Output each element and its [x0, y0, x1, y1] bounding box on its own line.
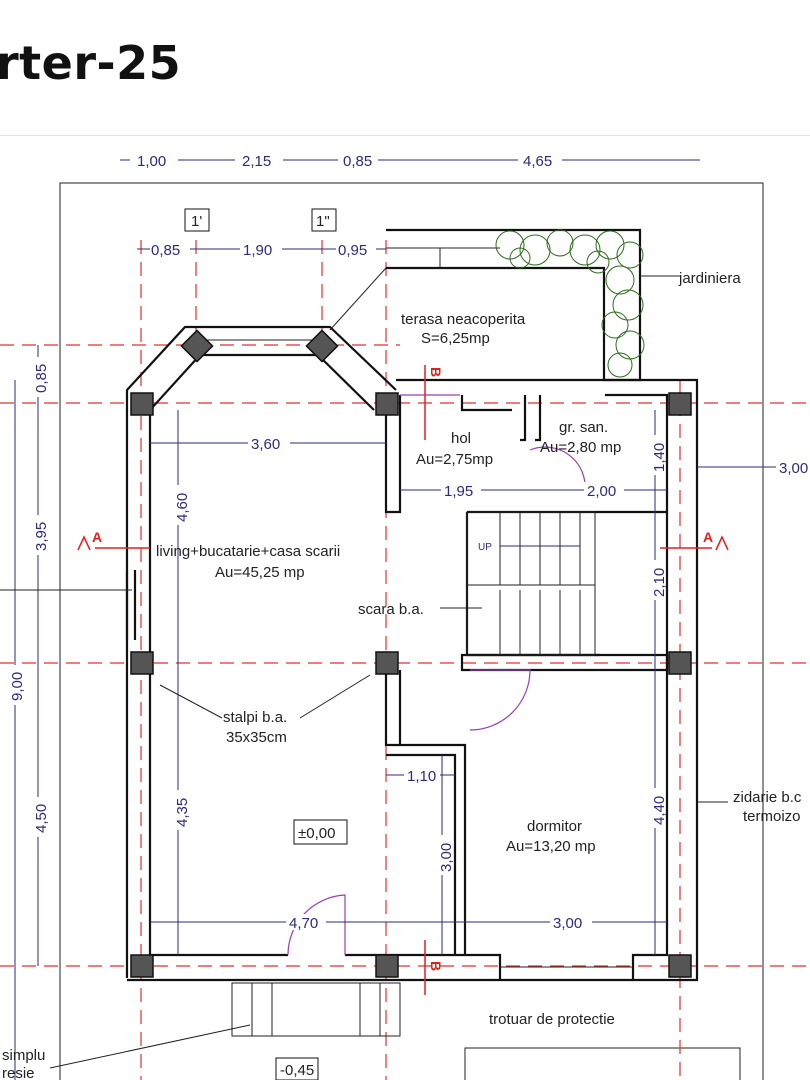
label-gresie: resie: [2, 1065, 35, 1080]
dim-grsan-height: 1,40: [651, 443, 668, 472]
dim-right-outer: 3,00: [779, 460, 808, 477]
room-terasa-area: S=6,25mp: [421, 330, 490, 347]
label-trotuar: trotuar de protectie: [489, 1011, 615, 1028]
room-living-area: Au=45,25 mp: [215, 564, 305, 581]
label-scara: scara b.a.: [358, 601, 424, 618]
header-bar: rter-25: [0, 0, 810, 136]
dim-corridor-width: 1,10: [407, 768, 436, 785]
dim-second-1: 0,85: [151, 242, 180, 259]
dim-left-450: 4,50: [33, 804, 50, 833]
room-living: living+bucatarie+casa scarii: [156, 543, 340, 560]
dim-top-3: 0,85: [343, 153, 372, 170]
dim-lower-left-height: 4,35: [174, 798, 191, 827]
dim-left-900: 9,00: [9, 672, 26, 701]
door-dormitor: [469, 669, 531, 731]
section-marker-b-top: B: [424, 365, 444, 440]
entrance-steps: [231, 982, 401, 1037]
dim-hol-width: 1,95: [444, 483, 473, 500]
dim-top-1: 1,00: [137, 153, 166, 170]
dim-left-395: 3,95: [33, 522, 50, 551]
dim-top-4: 4,65: [523, 153, 552, 170]
bay-window-outer: [125, 325, 397, 978]
dim-dormitor-width: 3,00: [553, 915, 582, 932]
room-dormitor: dormitor: [527, 818, 582, 835]
svg-text:A: A: [703, 529, 713, 545]
svg-text:B: B: [428, 367, 444, 377]
section-marker-a-left: A: [77, 529, 150, 551]
dim-second-2: 1,90: [243, 242, 272, 259]
dim-living-height: 4,60: [174, 493, 191, 522]
section-marker-a-right: A: [660, 529, 729, 551]
section-marker-b-bottom: B: [424, 940, 444, 995]
planter-shrubs: [495, 229, 645, 378]
door-grsan: [529, 446, 586, 491]
dim-top-2: 2,15: [242, 153, 271, 170]
room-grsan-area: Au=2,80 mp: [540, 439, 621, 456]
axis-mark-1p: 1': [191, 213, 202, 230]
room-grsan: gr. san.: [559, 419, 608, 436]
wall-corridor: [384, 670, 467, 955]
room-terasa: terasa neacoperita: [401, 311, 526, 328]
level-main: ±0,00: [298, 825, 335, 842]
dim-left-085: 0,85: [33, 364, 50, 393]
dim-living-width: 3,60: [251, 436, 280, 453]
room-dormitor-area: Au=13,20 mp: [506, 838, 596, 855]
label-stalpi: stalpi b.a.: [223, 709, 287, 726]
terrace-edge: [386, 228, 642, 382]
columns: [130, 329, 692, 978]
label-simplu: simplu: [2, 1047, 45, 1064]
dim-corridor-height: 3,00: [438, 843, 455, 872]
svg-text:B: B: [428, 961, 444, 971]
dim-lower-left-width: 4,70: [289, 915, 318, 932]
label-zidarie: zidarie b.c: [733, 789, 802, 806]
dim-grsan-width: 2,00: [587, 483, 616, 500]
dim-second-3: 0,95: [338, 242, 367, 259]
sidewalk-edge: [464, 1047, 741, 1080]
door-entrance: [287, 894, 346, 956]
svg-text:A: A: [92, 529, 102, 545]
label-termoizo: termoizo: [743, 808, 801, 825]
room-hol-area: Au=2,75mp: [416, 451, 493, 468]
wall-hol-left: [384, 395, 402, 514]
site-boundary: [59, 182, 764, 1080]
label-jardiniera: jardiniera: [678, 270, 741, 287]
stair-up-label: UP: [478, 542, 492, 553]
dim-stair-height: 2,10: [651, 568, 668, 597]
level-outside: -0,45: [280, 1062, 314, 1079]
room-hol: hol: [451, 430, 471, 447]
exterior-wall: [127, 378, 699, 982]
dim-dormitor-height: 4,40: [651, 796, 668, 825]
page-title: rter-25: [0, 36, 182, 90]
staircase: [466, 511, 596, 656]
label-stalpi-size: 35x35cm: [226, 729, 287, 746]
axis-mark-1pp: 1": [316, 213, 330, 230]
